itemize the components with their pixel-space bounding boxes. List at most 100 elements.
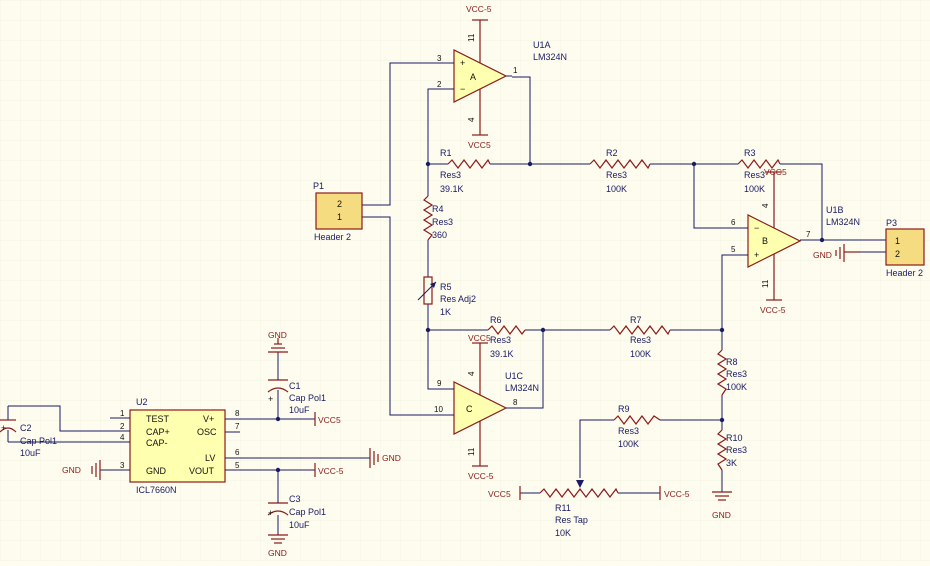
svg-text:39.1K: 39.1K: [490, 349, 514, 359]
capacitor-c3[interactable]: + C3 Cap Pol1 10uF: [267, 492, 326, 530]
resistor-r2[interactable]: R2 Res3 100K: [589, 148, 651, 194]
resistor-r7[interactable]: R7 Res3 100K: [609, 315, 671, 359]
svg-text:R7: R7: [630, 315, 642, 325]
svg-text:R3: R3: [744, 148, 756, 158]
resistor-r8[interactable]: R8 Res3 100K: [716, 349, 747, 396]
svg-text:Res3: Res3: [744, 170, 765, 180]
resistor-r5[interactable]: R5 Res Adj2 1K: [417, 276, 476, 317]
p1-pin-bottom: 1: [337, 212, 342, 222]
svg-text:TEST: TEST: [146, 414, 170, 424]
resistor-r10[interactable]: R10 Res3 3K: [716, 429, 747, 471]
svg-text:+: +: [754, 250, 759, 260]
gnd-symbol-u2: GND: [62, 460, 101, 480]
svg-text:+: +: [1, 423, 6, 433]
svg-text:R1: R1: [440, 148, 452, 158]
svg-text:11: 11: [761, 279, 770, 288]
svg-text:LV: LV: [205, 453, 215, 463]
resistor-r11[interactable]: R11 Res Tap 10K: [539, 480, 619, 538]
svg-text:5: 5: [235, 461, 240, 470]
u1a-supply-bottom: VCC5: [468, 140, 491, 150]
svg-text:360: 360: [432, 230, 447, 240]
u2-designator: U2: [136, 397, 148, 407]
gnd-symbol-p3: GND: [813, 244, 860, 262]
svg-text:V+: V+: [203, 414, 214, 424]
header-p3[interactable]: P3 Header 2 1 2: [885, 218, 925, 278]
u1a-letter: A: [470, 72, 476, 82]
svg-text:Res3: Res3: [630, 335, 651, 345]
vccm5-port-r11: VCC-5: [659, 486, 690, 500]
resistor-r6[interactable]: R6 Res3 39.1K: [487, 315, 526, 359]
svg-text:VCC-5: VCC-5: [318, 466, 344, 476]
svg-text:R6: R6: [490, 315, 502, 325]
u1a-value: LM324N: [533, 52, 567, 62]
u1b-supply-top: VCC5: [764, 167, 787, 177]
u1b-value: LM324N: [826, 217, 860, 227]
u1c-letter: C: [466, 404, 473, 414]
svg-text:C1: C1: [289, 381, 301, 391]
svg-text:+: +: [268, 394, 273, 404]
svg-text:10uF: 10uF: [289, 520, 310, 530]
svg-text:10uF: 10uF: [289, 405, 310, 415]
svg-text:Cap Pol1: Cap Pol1: [289, 507, 326, 517]
svg-text:GND: GND: [382, 453, 401, 463]
junctions: [275, 161, 825, 473]
svg-text:Res3: Res3: [490, 335, 511, 345]
svg-text:8: 8: [513, 398, 518, 407]
power-ports: GND GND GND GND GND: [62, 244, 860, 558]
svg-text:2: 2: [120, 422, 125, 431]
p1-pin-top: 2: [337, 199, 342, 209]
resistor-r3[interactable]: R3 Res3 100K: [737, 148, 781, 194]
header-p1[interactable]: P1 Header 2 2 1: [313, 181, 363, 242]
svg-text:R2: R2: [606, 148, 618, 158]
svg-text:GND: GND: [268, 330, 287, 340]
svg-text:10uF: 10uF: [20, 448, 41, 458]
resistor-r9[interactable]: R9 Res3 100K: [613, 404, 661, 449]
svg-text:+: +: [460, 58, 465, 68]
svg-text:GND: GND: [712, 510, 731, 520]
capacitor-c2[interactable]: + C2 Cap Pol1 10uF: [0, 406, 57, 458]
u1a-designator: U1A: [533, 40, 551, 50]
svg-text:9: 9: [437, 379, 442, 388]
resistor-r1[interactable]: R1 Res3 39.1K: [440, 148, 491, 194]
u1a-supply-top: VCC-5: [466, 4, 492, 14]
p3-pin-top: 1: [895, 236, 900, 246]
svg-text:100K: 100K: [726, 382, 747, 392]
svg-text:Res3: Res3: [432, 217, 453, 227]
u1c-supply-bottom: VCC-5: [468, 471, 494, 481]
p3-value: Header 2: [886, 268, 923, 278]
svg-text:39.1K: 39.1K: [440, 184, 464, 194]
svg-text:GND: GND: [268, 548, 287, 558]
svg-text:5: 5: [731, 245, 736, 254]
svg-text:1K: 1K: [440, 307, 451, 317]
resistor-r4[interactable]: R4 Res3 360: [422, 195, 453, 241]
gnd-symbol-lv: GND: [369, 448, 401, 468]
gnd-symbol-c1: GND: [268, 330, 288, 353]
svg-text:Cap Pol1: Cap Pol1: [20, 436, 57, 446]
capacitor-c1[interactable]: + C1 Cap Pol1 10uF: [267, 370, 326, 415]
svg-text:R4: R4: [432, 204, 444, 214]
svg-text:3K: 3K: [726, 458, 737, 468]
gnd-symbol-r10: GND: [712, 491, 732, 520]
gnd-symbol-c3: GND: [268, 534, 288, 558]
vccm5-port-u2: VCC-5: [314, 463, 344, 477]
u1c-supply-top: VCC5: [468, 333, 491, 343]
svg-text:3: 3: [437, 54, 442, 63]
opamp-u1b[interactable]: − + B 6 5 7 4 11 U1B LM324N VCC5 VCC-5: [731, 167, 860, 315]
svg-text:1: 1: [120, 409, 125, 418]
svg-text:−: −: [754, 223, 759, 233]
u1b-designator: U1B: [826, 205, 844, 215]
svg-text:11: 11: [467, 447, 476, 456]
opamp-u1c[interactable]: C 9 10 8 4 11 U1C LM324N VCC5 VCC-5: [434, 333, 539, 481]
u1b-letter: B: [762, 236, 768, 246]
u1c-value: LM324N: [505, 383, 539, 393]
ic-u2[interactable]: TEST CAP+ CAP- GND V+ OSC LV VOUT 1 2 4 …: [110, 397, 240, 495]
svg-text:2: 2: [437, 80, 442, 89]
u2-value: ICL7660N: [136, 485, 177, 495]
opamp-u1a[interactable]: + − A 3 2 1 11 4 U1A LM324N VCC-5 VCC5: [437, 4, 567, 150]
svg-text:GND: GND: [813, 250, 832, 260]
u1b-supply-bottom: VCC-5: [760, 305, 786, 315]
svg-text:11: 11: [467, 33, 476, 42]
svg-text:3: 3: [120, 461, 125, 470]
